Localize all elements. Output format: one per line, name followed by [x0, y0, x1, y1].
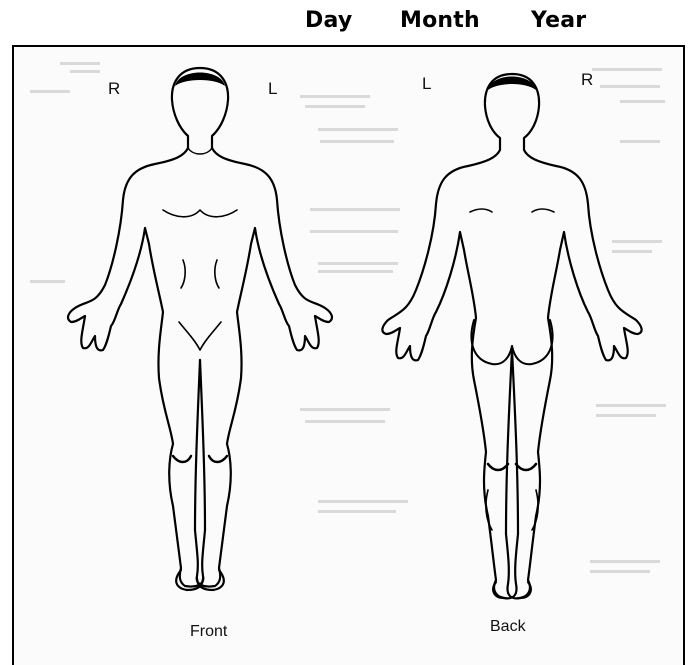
day-header: Day [305, 8, 352, 33]
month-header: Month [400, 8, 480, 33]
front-body-figure [55, 60, 345, 600]
front-caption: Front [190, 623, 227, 641]
back-body-figure [372, 60, 662, 605]
back-caption: Back [490, 618, 526, 636]
year-header: Year [531, 8, 586, 33]
